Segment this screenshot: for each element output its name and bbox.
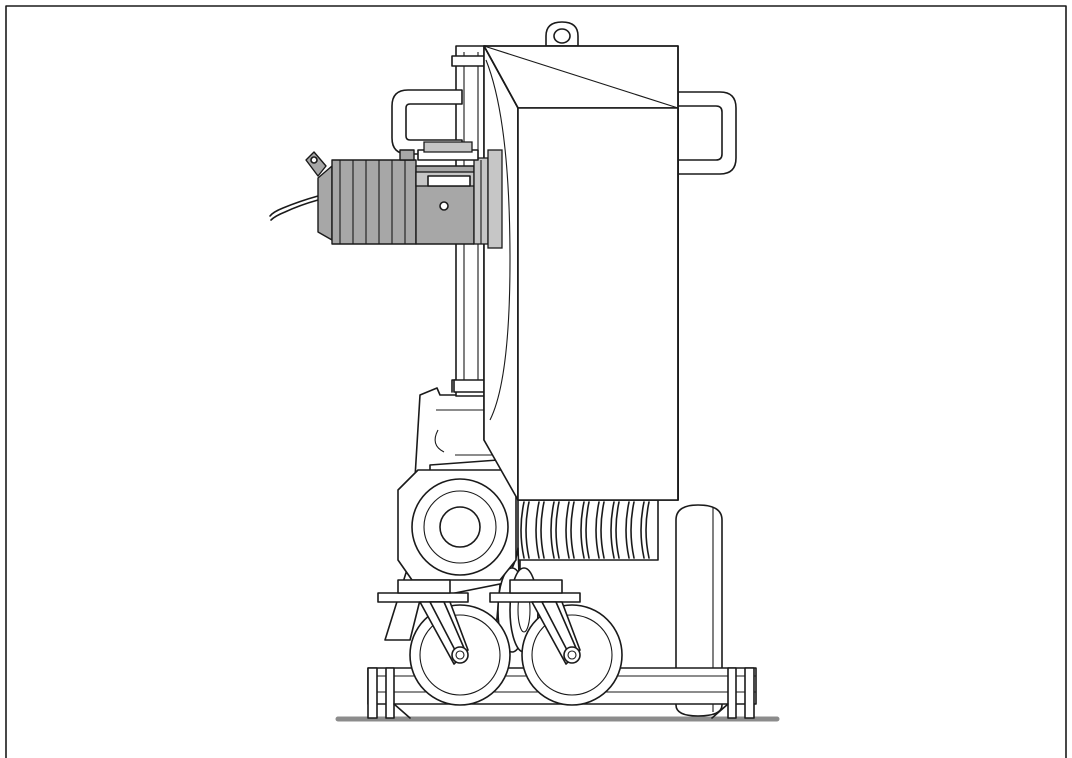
drum-groove [535, 501, 545, 559]
drum-groove [520, 501, 530, 559]
motor-body [331, 159, 417, 245]
cover-top-edge [483, 45, 519, 109]
frame-border [5, 5, 1067, 758]
caster [489, 579, 623, 706]
drum-groove [625, 501, 635, 559]
drum-grooves [520, 501, 650, 559]
side-roller-wheel [397, 469, 517, 581]
gear-head-bolt [439, 201, 449, 211]
motor-assembly [269, 141, 503, 249]
casters [377, 579, 623, 706]
drum-groove [550, 501, 560, 559]
lifting-eye [545, 21, 579, 47]
front-cover-panel [517, 107, 679, 501]
motor-fins [339, 160, 406, 244]
right-handle [677, 91, 737, 175]
drum-groove [610, 501, 620, 559]
drum-groove [595, 501, 605, 559]
motor-end-cap [317, 165, 333, 241]
caster [377, 579, 511, 706]
drum-groove [580, 501, 590, 559]
drum-groove [565, 501, 575, 559]
motor-cable [270, 199, 319, 221]
drum-groove [640, 501, 650, 559]
